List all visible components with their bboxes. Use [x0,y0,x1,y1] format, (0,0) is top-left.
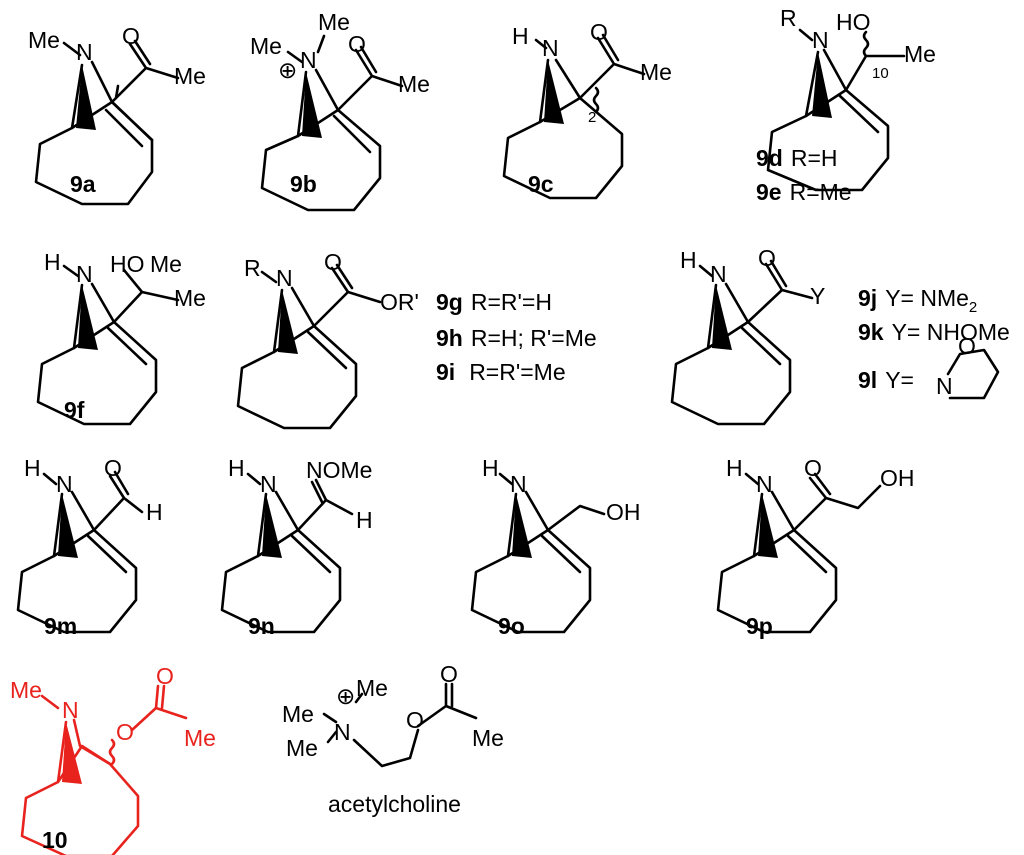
nitrogen-atom: N [756,471,773,497]
methyl-2-label: Me [174,285,206,311]
n-methyl-1-label: Me [250,33,282,59]
ester-oxygen: O [116,719,134,745]
acyl-methyl: Me [174,63,206,89]
methyl-3-label: Me [286,735,318,761]
nitrogen-atom: N [76,39,93,65]
compound-10-label: 10 [42,827,68,853]
compound-9o: H N OH 9o [470,455,641,639]
carbonyl-oxygen: O [324,249,342,275]
compound-9n: H N NOMe H 9n [220,455,373,639]
y-group: Y [810,283,825,309]
hydroxyl-label: HO [836,9,871,35]
nh-hydrogen: H [726,455,743,481]
carbonyl-oxygen: O [104,455,122,481]
n-methyl-2-label: Me [318,9,350,35]
nh-hydrogen: H [512,23,529,49]
n-methyl-label: Me [10,677,42,703]
locant-label: 2 [588,109,596,126]
nitrogen-atom: N [260,471,277,497]
compound-label: 9n [248,613,275,639]
nitrogen-atom: N [76,261,93,287]
ester-oxygen: O [406,707,424,733]
hydroxyl-label: HO [110,251,145,277]
acyl-methyl: Me [640,59,672,85]
nh-hydrogen: H [482,455,499,481]
acyl-methyl: Me [398,71,430,97]
compound-label: 9p [746,613,773,639]
ring-nitrogen: N [936,373,953,399]
hydroxyl-label: OH [606,499,641,525]
carbonyl-oxygen: O [122,23,140,49]
compound-10: Me N O O Me [10,663,216,855]
nitrogen-atom: N [812,27,829,53]
compound-9c: H N O Me 2 9c [502,19,672,200]
carbonyl-oxygen: O [804,455,822,481]
compound-label: 9a [70,171,96,197]
acyl-methyl: Me [472,725,504,751]
positive-charge: ⊕ [278,57,297,83]
carbonyl-oxygen: O [440,661,458,687]
n-methyl-label: Me [28,27,60,53]
nitrogen-atom: N [710,261,727,287]
isoxazolidine-ring: N O [936,333,1000,400]
carbonyl-oxygen: O [156,663,174,689]
oxime-group: NOMe [306,457,372,483]
methyl-2-label: Me [356,675,388,701]
nitrogen-atom: N [542,35,559,61]
hydroxyl-label: OH [880,465,915,491]
nh-hydrogen: H [44,249,61,275]
r-group-label: R [780,5,797,31]
ester-group: OR' [380,289,419,315]
nitrogen-atom: N [56,471,73,497]
nitrogen-atom: N [276,265,293,291]
aldehyde-hydrogen: H [146,499,163,525]
compound-9m: H N O H 9m [16,455,163,639]
methyl-1-label: Me [150,251,182,277]
compound-label: 9b [290,171,317,197]
nitrogen-atom: N [510,471,527,497]
compound-9a: Me N O Me 9a [28,23,206,206]
r-group-label: R [244,255,261,281]
compound-name: acetylcholine [328,791,461,817]
nh-hydrogen: H [680,247,697,273]
carbonyl-oxygen: O [590,19,608,45]
compound-label: 9o [498,613,525,639]
locant-label: 10 [872,65,889,82]
compound-9b: Me Me N ⊕ O Me 9b [250,9,430,212]
nh-hydrogen: H [24,455,41,481]
compound-acetylcholine: Me Me Me N ⊕ O O Me acetylcholine [282,661,504,817]
nitrogen-atom: N [334,719,351,745]
nh-hydrogen: H [228,455,245,481]
compound-9f: H N HO Me Me 9f [36,249,206,426]
compound-label: 9m [44,613,77,639]
acyl-methyl: Me [184,725,216,751]
nitrogen-atom: N [62,697,79,723]
positive-charge: ⊕ [336,683,355,709]
compound-9p: H N O OH 9p [716,455,915,639]
methyl-label: Me [904,41,936,67]
compound-label: 9c [528,171,554,197]
nitrogen-atom: N [300,47,317,73]
carbonyl-oxygen: O [758,245,776,271]
ring-oxygen: O [958,333,976,359]
compound-label: 9f [64,397,85,423]
carbonyl-oxygen: O [348,31,366,57]
aldimine-hydrogen: H [356,507,373,533]
methyl-1-label: Me [282,701,314,727]
